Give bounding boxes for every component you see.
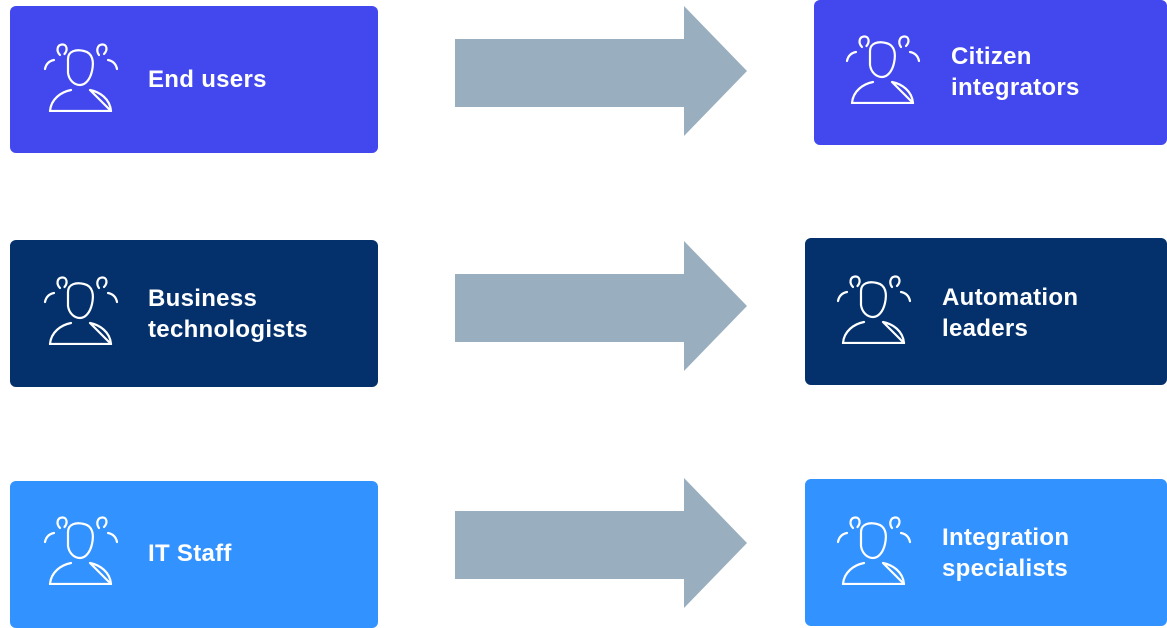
role-label: IT Staff (148, 538, 232, 569)
role-label-line: Business (148, 285, 258, 312)
role-label-line: Automation (942, 284, 1079, 311)
role-box-automation-leaders: Automation leaders (805, 238, 1167, 385)
role-label-line: technologists (148, 316, 308, 343)
role-label-line: IT Staff (148, 540, 232, 567)
transition-arrow (455, 478, 747, 608)
role-label-line: Integration (942, 524, 1070, 551)
role-box-business-technologists: Business technologists (10, 240, 378, 387)
role-label: Business technologists (148, 283, 308, 345)
role-label-line: specialists (942, 555, 1069, 582)
role-label: Automation leaders (942, 282, 1078, 344)
people-icon (842, 34, 924, 104)
people-icon (833, 515, 915, 585)
transition-arrow (455, 6, 747, 136)
people-icon (40, 515, 122, 585)
role-label-line: integrators (951, 74, 1080, 101)
role-label-line: leaders (942, 315, 1029, 342)
transition-arrow (455, 241, 747, 371)
role-box-it-staff: IT Staff (10, 481, 378, 628)
role-label: Integration specialists (942, 522, 1069, 584)
people-icon (40, 42, 122, 112)
role-label-line: End users (148, 66, 267, 93)
role-label-line: Citizen (951, 43, 1032, 70)
role-box-integration-specialists: Integration specialists (805, 479, 1167, 626)
role-box-citizen-integrators: Citizen integrators (814, 0, 1167, 145)
role-box-end-users: End users (10, 6, 378, 153)
role-label: Citizen integrators (951, 41, 1080, 103)
people-icon (40, 275, 122, 345)
people-icon (833, 274, 915, 344)
role-label: End users (148, 64, 267, 95)
